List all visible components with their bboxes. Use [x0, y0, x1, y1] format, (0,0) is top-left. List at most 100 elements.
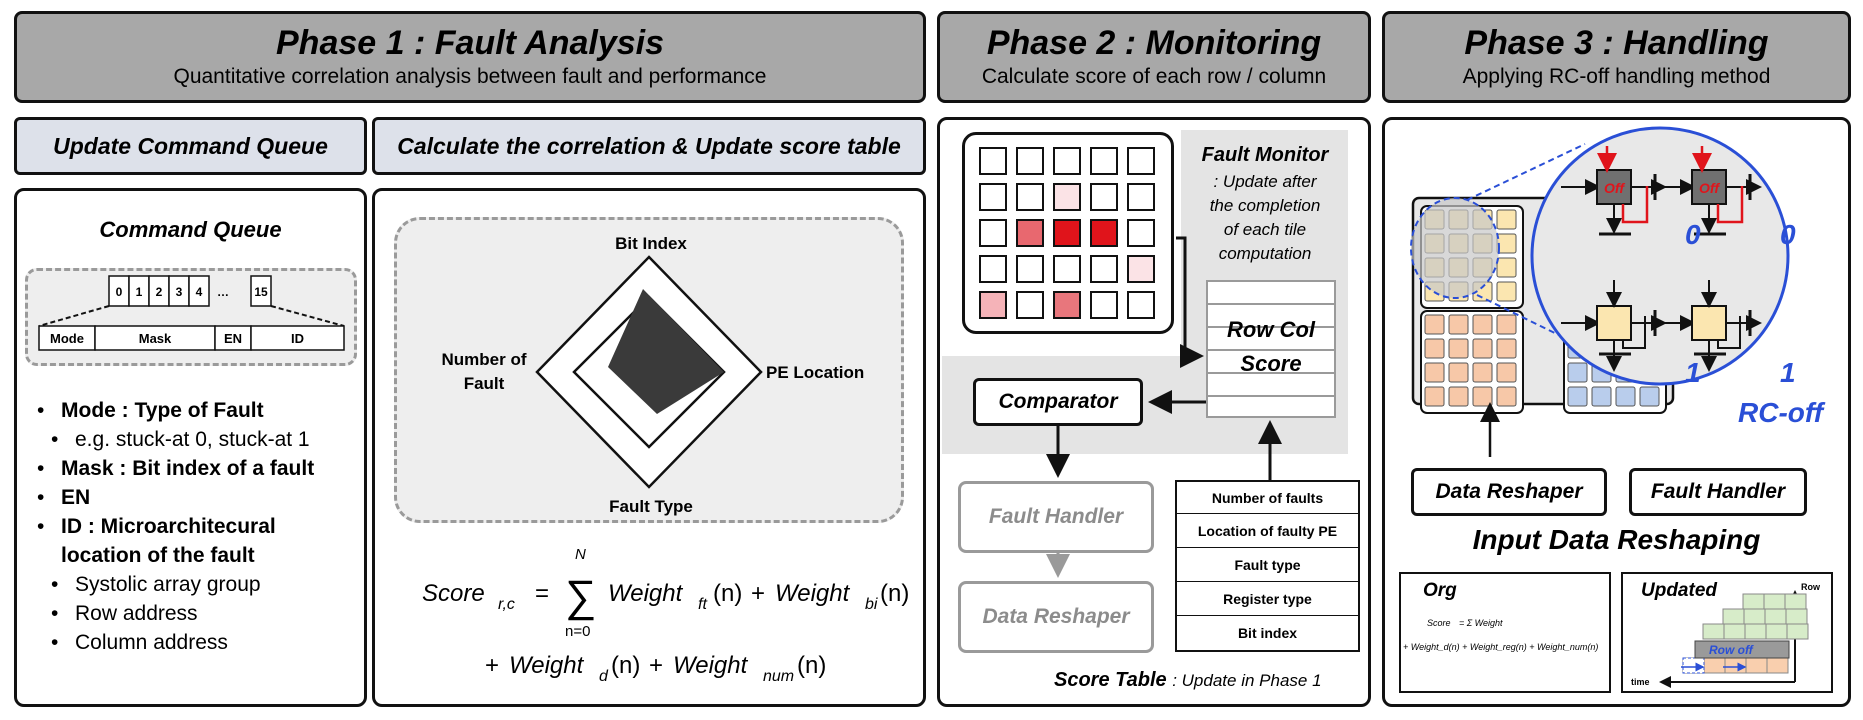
tile-pe — [1496, 362, 1517, 383]
bullet-item: e.g. stuck-at 0, stuck-at 1 — [75, 428, 310, 451]
bullet-dot: • — [37, 399, 45, 422]
pe-cell — [1053, 147, 1081, 175]
fault-monitor-desc-line: the completion — [1209, 196, 1321, 215]
tile-pe — [1496, 257, 1517, 278]
stair-cell — [1786, 623, 1809, 640]
bullet-item: Mode : Type of Fault — [61, 399, 264, 422]
stair-cell — [1763, 593, 1786, 610]
pe-cell — [1053, 183, 1081, 211]
output-one-1: 1 — [1685, 357, 1701, 388]
formula-plus-3: + — [649, 652, 663, 679]
pe-cell — [1127, 219, 1155, 247]
pe-on — [1596, 305, 1632, 341]
tile-pe — [1496, 209, 1517, 230]
stair-ghost-cell — [1682, 657, 1705, 674]
pe-cell — [1090, 183, 1118, 211]
row-axis-label: Row — [1801, 582, 1821, 592]
org-title: Org — [1423, 580, 1457, 601]
score-table-row: Fault type — [1175, 548, 1360, 583]
cq-slot-label: 3 — [176, 285, 183, 299]
phase1-header: Phase 1 : Fault Analysis Quantitative co… — [14, 11, 926, 103]
formula-wnum-arg: (n) — [797, 652, 826, 679]
tile-pe — [1496, 338, 1517, 359]
tile-pe — [1448, 386, 1469, 407]
formula-score-sub: r,c — [498, 596, 515, 613]
radar-label-left-2: Fault — [464, 374, 505, 393]
cq-slot-label: 4 — [196, 285, 203, 299]
formula-wbi-arg: (n) — [880, 580, 909, 607]
fault-monitor-desc-line: : Update after — [1213, 172, 1317, 191]
phase2-title: Phase 2 : Monitoring — [986, 24, 1322, 62]
tile-pe — [1448, 314, 1469, 335]
formula-wbi: Weight — [775, 580, 851, 607]
pe-cell — [1127, 147, 1155, 175]
stair-cell — [1745, 657, 1768, 674]
formula-wft-arg: (n) — [713, 580, 742, 607]
bullet-item: Systolic array group — [75, 573, 261, 596]
formula-plus-2: + — [485, 652, 499, 679]
formula-wd-sub: d — [599, 668, 609, 685]
score-table-row: Number of faults — [1175, 480, 1360, 515]
zoom-line-top — [1466, 143, 1586, 201]
pe-cell — [1127, 183, 1155, 211]
org-box: Org Score = Σ Weight + Weight_d(n) + Wei… — [1399, 572, 1611, 693]
rc-off-label: RC-off — [1738, 397, 1826, 428]
pe-cell — [1127, 291, 1155, 319]
stair-cell — [1764, 608, 1787, 625]
score-table-row: Location of faulty PE — [1175, 514, 1360, 549]
formula-equals: = — [535, 580, 549, 607]
comparator-box: Comparator — [973, 378, 1143, 426]
score-table-note: : Update in Phase 1 — [1172, 671, 1322, 690]
data-reshaper-box: Data Reshaper — [1411, 468, 1607, 516]
bullet-dot: • — [51, 573, 59, 596]
stair-cell — [1765, 623, 1788, 640]
radar-label-left-1: Number of — [442, 350, 527, 369]
update-command-queue-header: Update Command Queue — [14, 117, 367, 175]
tile-pe — [1424, 314, 1445, 335]
bullet-dot: • — [51, 631, 59, 654]
score-table-row: Register type — [1175, 582, 1360, 617]
radar-label-top: Bit Index — [615, 234, 687, 253]
stair-cell — [1743, 608, 1766, 625]
fault-monitor-desc-line: of each tile — [1223, 220, 1307, 239]
fault-monitor-desc: : Update after the completion of each tile… — [1186, 170, 1344, 266]
command-queue-title: Command Queue — [99, 217, 282, 242]
tile-pe — [1472, 314, 1493, 335]
bullet-dot: • — [51, 602, 59, 625]
stair-cell — [1722, 608, 1745, 625]
tile-pe — [1448, 338, 1469, 359]
cq-slot-label: 2 — [156, 285, 163, 299]
row-off-label: Row off — [1709, 643, 1754, 657]
mini-line2: + Weight_d(n) + Weight_reg(n) + Weight_n… — [1403, 642, 1598, 652]
cq-field — [250, 325, 345, 351]
bullet-dot: • — [37, 515, 45, 538]
tile-pe — [1472, 386, 1493, 407]
fault-monitor-desc-line: computation — [1218, 244, 1312, 263]
tile-pe — [1472, 362, 1493, 383]
bullet-dot: • — [37, 457, 45, 480]
pe-cell — [1090, 147, 1118, 175]
score-table-label: Score Table — [1054, 669, 1167, 691]
score-table-row: Bit index — [1175, 616, 1360, 652]
updated-chart: Row time Row off — [1631, 582, 1821, 688]
stair-cell — [1784, 593, 1807, 610]
bullet-item: ID : Microarchitecural — [61, 515, 276, 538]
pe-cell — [1127, 255, 1155, 283]
tile-pe — [1472, 338, 1493, 359]
formula-sigma: ∑ — [565, 572, 596, 621]
updated-title: Updated — [1641, 580, 1717, 601]
bullet-item: Column address — [75, 631, 228, 654]
bullet-item: Mask : Bit index of a fault — [61, 457, 315, 480]
radar-label-bottom: Fault Type — [609, 497, 693, 516]
phase1-subtitle: Quantitative correlation analysis betwee… — [173, 65, 767, 88]
pe-off-label: Off — [1699, 180, 1720, 196]
mini-score: Score — [1427, 618, 1451, 628]
phase2-header: Phase 2 : Monitoring Calculate score of … — [937, 11, 1371, 103]
fault-handler-box-phase2: Fault Handler — [958, 481, 1154, 553]
formula-wnum-sub: num — [763, 668, 794, 685]
tile-pe — [1591, 386, 1612, 407]
pe-cell — [979, 219, 1007, 247]
row-col-score-lines — [1206, 280, 1336, 418]
tile-pe — [1567, 386, 1588, 407]
